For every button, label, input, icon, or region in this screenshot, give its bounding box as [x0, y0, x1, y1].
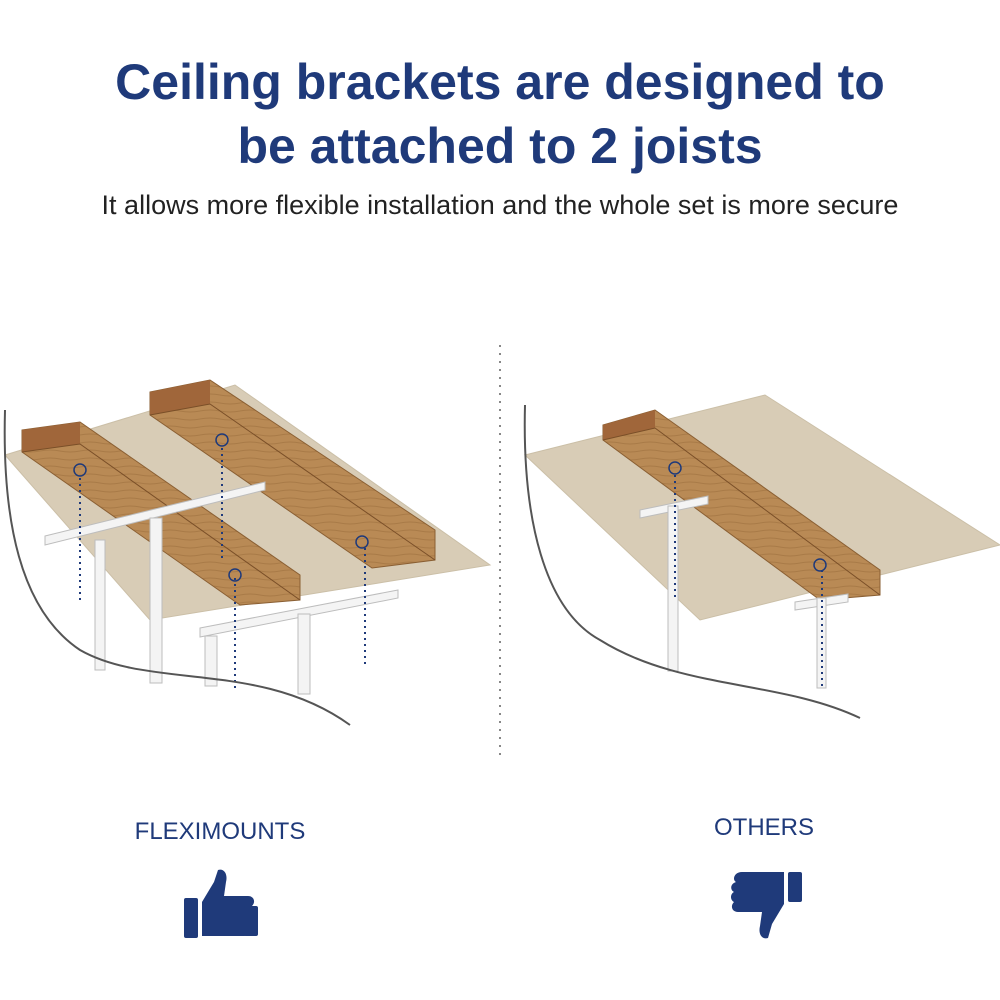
right-joist	[602, 409, 881, 601]
heading: Ceiling brackets are designed to be atta…	[0, 50, 1000, 178]
heading-line-2: be attached to 2 joists	[237, 118, 763, 174]
thumbs-up-icon	[184, 869, 258, 938]
others-label: OTHERS	[713, 814, 814, 841]
thumbs-down-icon	[731, 872, 802, 939]
fleximounts-label: FLEXIMOUNTS	[134, 818, 306, 845]
fleximounts-scene	[3, 379, 492, 726]
left-bracket-1	[44, 481, 266, 684]
comparison-illustration	[3, 345, 1000, 760]
left-wall-curve	[3, 409, 351, 726]
others-scene	[523, 394, 1000, 719]
left-joist-2	[149, 379, 436, 569]
left-fastener-lines	[79, 448, 366, 690]
heading-line-1: Ceiling brackets are designed to	[115, 54, 885, 110]
subheading: It allows more flexible installation and…	[101, 190, 899, 220]
right-fastener-circles	[668, 461, 827, 572]
left-bracket-2	[199, 589, 399, 695]
right-wall-curve	[523, 404, 861, 719]
right-fastener-lines	[674, 475, 823, 690]
left-fastener-circles	[73, 433, 369, 582]
